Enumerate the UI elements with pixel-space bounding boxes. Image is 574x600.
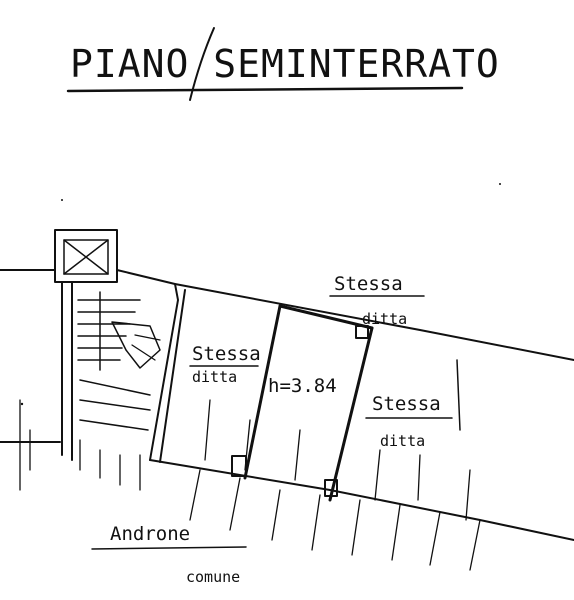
label-comune: comune xyxy=(186,568,240,586)
label-height: h=3.84 xyxy=(268,375,337,397)
stair-core xyxy=(54,229,161,461)
androne-hatching xyxy=(19,399,481,571)
label-androne-underline xyxy=(91,546,247,550)
paper-marks xyxy=(20,183,501,406)
outer-walls xyxy=(0,269,574,541)
plan-title: PIANO SEMINTERRATO xyxy=(70,42,500,86)
label-ditta-right: ditta xyxy=(380,432,425,450)
label-ditta-top: ditta xyxy=(362,310,407,328)
title-underline xyxy=(66,86,464,93)
title-flourish xyxy=(189,27,215,101)
label-stessa-left: Stessa xyxy=(192,343,261,365)
label-ditta-left: ditta xyxy=(192,368,237,386)
label-stessa-right: Stessa xyxy=(372,393,441,415)
label-stessa-top: Stessa xyxy=(334,273,403,295)
garage-unit xyxy=(231,304,374,502)
label-androne: Androne xyxy=(110,523,190,545)
